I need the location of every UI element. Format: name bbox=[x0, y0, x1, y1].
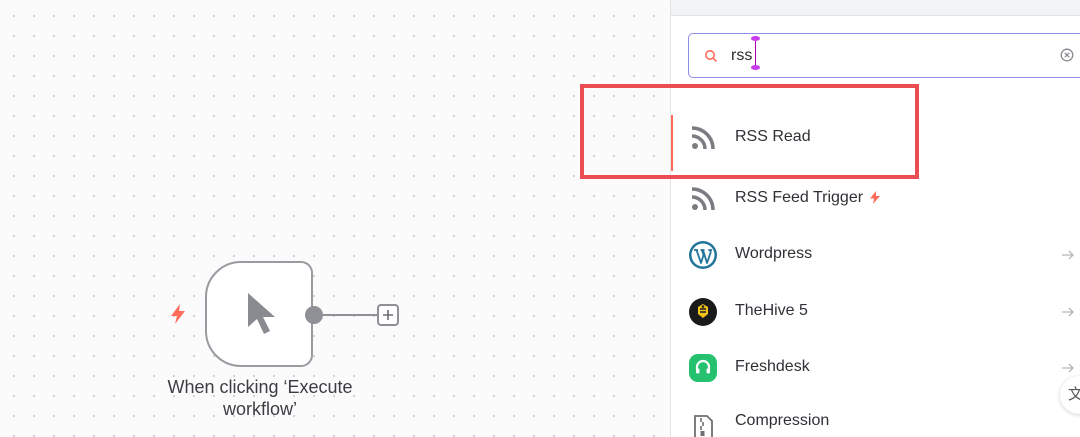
add-node-button[interactable] bbox=[377, 304, 399, 326]
result-label: TheHive 5 bbox=[735, 302, 808, 319]
thehive-icon bbox=[689, 298, 717, 326]
wordpress-icon bbox=[689, 241, 717, 269]
result-item-wordpress[interactable]: Wordpress bbox=[671, 227, 1080, 283]
workflow-canvas[interactable]: When clicking ‘Execute workflow’ bbox=[0, 0, 670, 437]
clear-circle-icon[interactable] bbox=[1060, 48, 1074, 62]
result-label: Wordpress bbox=[735, 245, 813, 262]
node-connector-line bbox=[322, 314, 378, 316]
cursor-icon bbox=[248, 293, 275, 334]
result-item-freshdesk[interactable]: Freshdesk bbox=[671, 340, 1080, 396]
text-caret bbox=[755, 38, 756, 68]
node-creator-panel: RSS Read RSS Feed Trigger Wordpress TheH… bbox=[670, 0, 1080, 437]
result-item-rss-read[interactable]: RSS Read bbox=[671, 110, 1080, 171]
caret-handle-bottom[interactable] bbox=[751, 65, 760, 70]
result-label: RSS Feed Trigger bbox=[735, 189, 881, 207]
trigger-node-label: When clicking ‘Execute workflow’ bbox=[167, 377, 353, 419]
trigger-bolt-icon bbox=[870, 191, 881, 205]
result-label: Compression bbox=[735, 412, 830, 429]
result-item-compression[interactable]: Compression bbox=[671, 392, 1080, 437]
search-box[interactable] bbox=[688, 33, 1080, 78]
caret-handle-top[interactable] bbox=[751, 36, 760, 41]
arrow-right-icon bbox=[1062, 250, 1074, 260]
search-icon bbox=[705, 50, 718, 63]
result-item-thehive-5[interactable]: TheHive 5 bbox=[671, 284, 1080, 340]
compression-icon bbox=[694, 415, 713, 437]
rss-icon bbox=[691, 126, 715, 150]
node-output-handle[interactable] bbox=[305, 306, 323, 324]
trigger-node[interactable] bbox=[205, 261, 313, 367]
translate-widget-button[interactable]: 文 bbox=[1060, 376, 1080, 414]
result-label: RSS Read bbox=[735, 128, 811, 145]
freshdesk-icon bbox=[689, 354, 717, 382]
lightning-bolt-icon bbox=[171, 304, 185, 324]
panel-header bbox=[671, 0, 1080, 16]
plus-icon bbox=[383, 310, 393, 320]
arrow-right-icon bbox=[1062, 307, 1074, 317]
search-input[interactable] bbox=[731, 45, 1011, 67]
arrow-right-icon bbox=[1062, 363, 1074, 373]
result-label-text: RSS Feed Trigger bbox=[735, 189, 864, 206]
rss-icon bbox=[691, 187, 715, 211]
result-label: Freshdesk bbox=[735, 358, 810, 375]
result-item-rss-feed-trigger[interactable]: RSS Feed Trigger bbox=[671, 171, 1080, 227]
